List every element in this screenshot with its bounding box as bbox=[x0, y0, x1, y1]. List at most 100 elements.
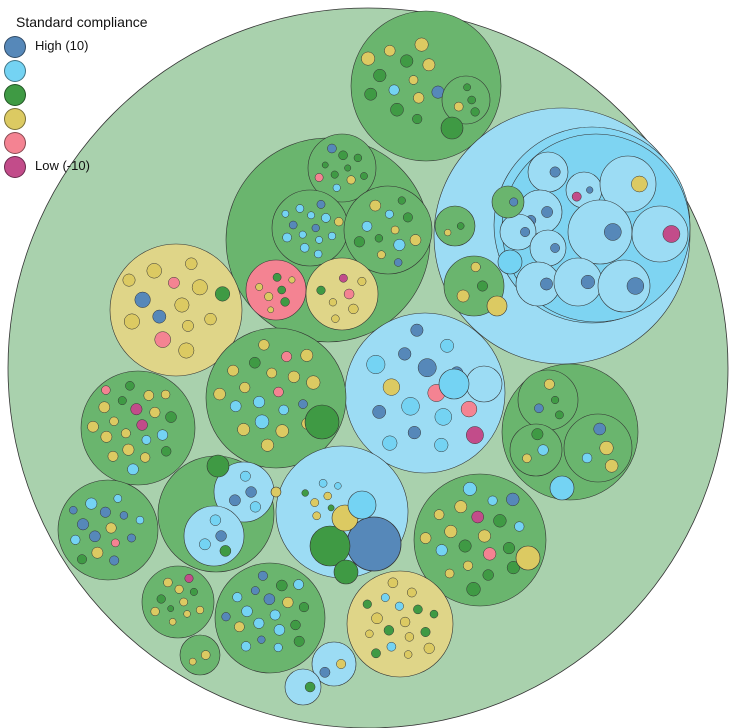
leaf-circle bbox=[255, 283, 264, 291]
leaf-circle bbox=[551, 395, 560, 405]
leaf-circle bbox=[134, 291, 151, 308]
leaf-circle bbox=[471, 510, 484, 524]
leaf-circle bbox=[419, 532, 432, 544]
leaf-circle bbox=[234, 621, 245, 633]
leaf-circle bbox=[199, 538, 211, 551]
leaf-circle bbox=[353, 236, 365, 248]
group-circle bbox=[434, 205, 476, 247]
leaf-circle bbox=[423, 642, 435, 654]
leaf-circle bbox=[534, 403, 544, 414]
leaf-circle bbox=[440, 338, 454, 353]
leaf-circle bbox=[531, 428, 544, 441]
leaf-circle bbox=[156, 429, 169, 441]
group-circle bbox=[141, 565, 215, 639]
leaf-circle bbox=[298, 399, 308, 409]
legend-item-5: Low (-10) bbox=[4, 152, 148, 178]
leaf-circle bbox=[336, 659, 347, 669]
group-circle bbox=[214, 562, 326, 674]
leaf-circle bbox=[167, 605, 175, 612]
leaf-circle bbox=[232, 592, 243, 603]
leaf-circle bbox=[371, 612, 383, 625]
leaf-circle bbox=[278, 404, 289, 416]
legend-title: Standard compliance bbox=[16, 14, 148, 30]
leaf-circle bbox=[87, 420, 99, 433]
leaf-circle bbox=[444, 525, 458, 538]
leaf-circle bbox=[328, 298, 337, 307]
leaf-circle bbox=[119, 511, 129, 520]
leaf-circle bbox=[541, 206, 553, 218]
leaf-circle bbox=[434, 408, 452, 426]
leaf-circle bbox=[544, 378, 555, 390]
leaf-circle bbox=[348, 303, 359, 315]
leaf-circle bbox=[182, 320, 194, 332]
leaf-circle bbox=[315, 236, 323, 244]
leaf-circle bbox=[397, 196, 406, 205]
leaf-circle bbox=[463, 482, 477, 496]
leaf-circle bbox=[509, 197, 519, 207]
leaf-circle bbox=[109, 416, 119, 426]
leaf-circle bbox=[101, 385, 111, 395]
legend-item-0: High (10) bbox=[4, 32, 148, 58]
leaf-circle bbox=[571, 191, 582, 202]
leaf-circle bbox=[327, 231, 337, 241]
leaf-circle bbox=[160, 389, 171, 400]
leaf-circle bbox=[477, 280, 488, 292]
leaf-circle bbox=[191, 279, 208, 296]
leaf-circle bbox=[109, 555, 120, 566]
group-circle bbox=[597, 259, 651, 313]
leaf-circle bbox=[626, 277, 645, 295]
leaf-circle bbox=[149, 406, 161, 418]
group-circle bbox=[509, 423, 563, 477]
leaf-circle bbox=[470, 107, 480, 117]
leaf-circle bbox=[105, 522, 117, 534]
leaf-circle bbox=[240, 641, 252, 652]
group-circle bbox=[491, 185, 525, 219]
leaf-circle bbox=[117, 396, 127, 406]
leaf-circle bbox=[312, 511, 321, 521]
leaf-circle bbox=[402, 212, 413, 223]
leaf-circle bbox=[318, 479, 328, 488]
leaf-circle bbox=[401, 397, 420, 416]
leaf-circle bbox=[249, 356, 261, 369]
group-circle bbox=[309, 525, 351, 567]
leaf-circle bbox=[249, 501, 261, 513]
leaf-circle bbox=[282, 232, 292, 243]
leaf-circle bbox=[316, 200, 326, 209]
leaf-circle bbox=[420, 627, 431, 637]
leaf-circle bbox=[130, 403, 143, 416]
leaf-circle bbox=[522, 453, 532, 463]
group-circle bbox=[304, 404, 340, 440]
leaf-circle bbox=[380, 593, 390, 602]
leaf-circle bbox=[412, 113, 423, 125]
leaf-circle bbox=[288, 220, 298, 230]
leaf-circle bbox=[460, 400, 478, 418]
group-circle bbox=[347, 490, 377, 520]
leaf-circle bbox=[493, 514, 507, 528]
leaf-circle bbox=[254, 414, 270, 429]
leaf-circle bbox=[287, 370, 300, 383]
leaf-circle bbox=[366, 355, 386, 374]
leaf-circle bbox=[467, 95, 476, 105]
group-circle bbox=[441, 75, 491, 125]
leaf-circle bbox=[91, 546, 104, 559]
leaf-circle bbox=[456, 222, 465, 230]
leaf-circle bbox=[361, 51, 376, 66]
leaf-circle bbox=[122, 273, 136, 287]
leaf-circle bbox=[390, 225, 400, 235]
leaf-circle bbox=[327, 143, 337, 154]
group-circle bbox=[515, 545, 541, 571]
group-circle bbox=[567, 199, 633, 265]
leaf-circle bbox=[269, 609, 281, 621]
leaf-circle bbox=[344, 164, 352, 172]
leaf-circle bbox=[394, 258, 403, 267]
leaf-circle bbox=[264, 292, 274, 302]
leaf-circle bbox=[377, 250, 386, 259]
leaf-circle bbox=[454, 500, 468, 514]
leaf-circle bbox=[150, 606, 160, 617]
leaf-circle bbox=[272, 272, 282, 282]
leaf-circle bbox=[209, 514, 222, 526]
group-circle bbox=[529, 229, 567, 267]
leaf-circle bbox=[357, 276, 367, 286]
leaf-circle bbox=[89, 530, 101, 543]
